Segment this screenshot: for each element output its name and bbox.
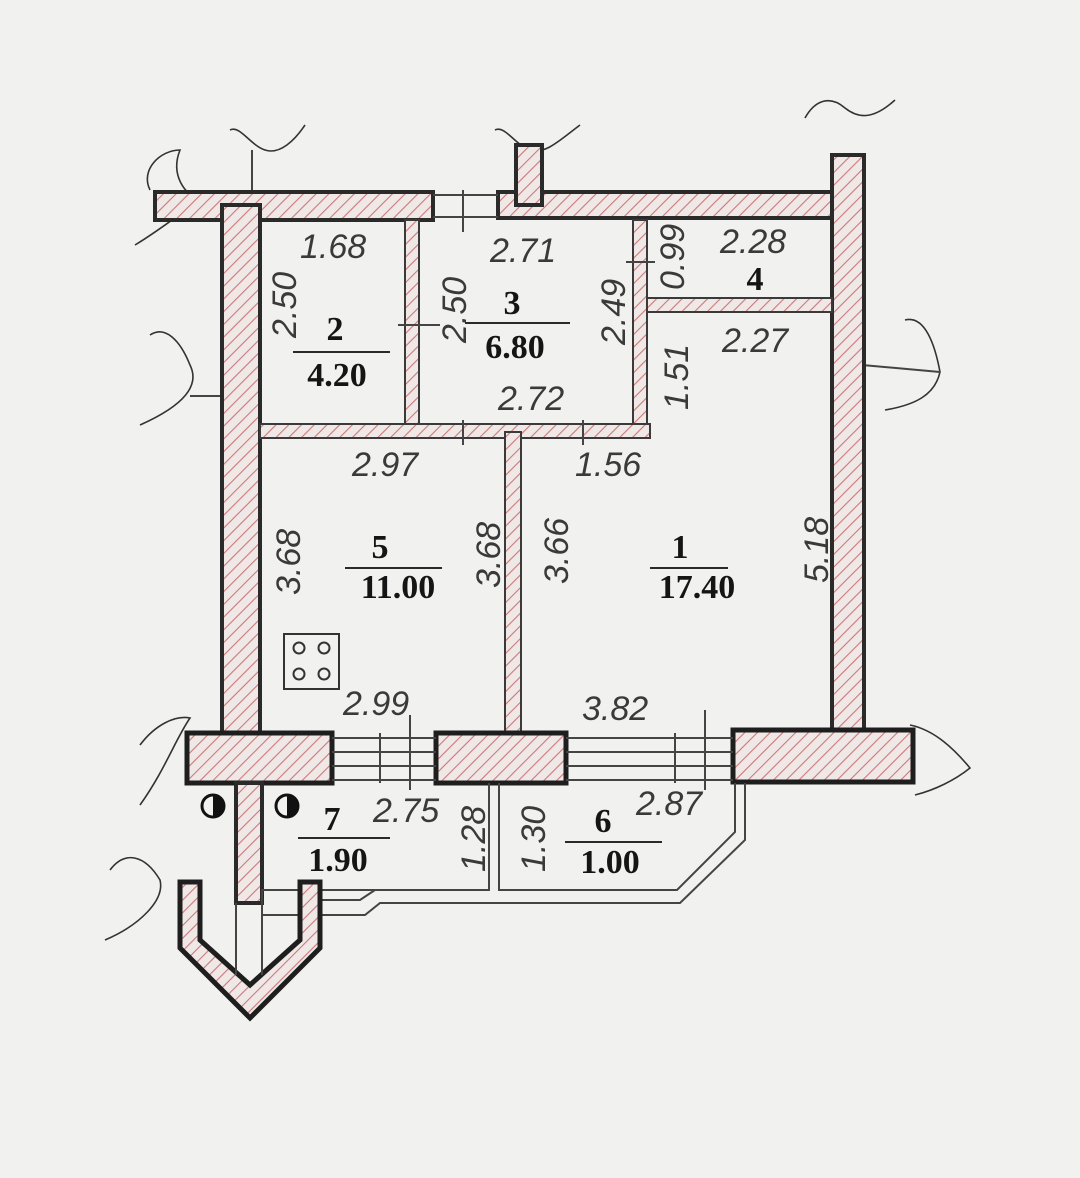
dim-room1-left: 3.66 xyxy=(538,518,576,584)
dim-room5-right: 3.68 xyxy=(470,522,508,588)
room-label-3: 3 6.80 xyxy=(465,285,570,366)
dim-room1-top-left: 1.56 xyxy=(575,446,641,484)
room-label-1: 1 17.40 xyxy=(650,529,735,606)
room-area: 1.90 xyxy=(308,842,368,879)
dim-room5-top: 2.97 xyxy=(351,446,419,484)
room-area: 6.80 xyxy=(485,329,545,366)
dim-room5-left: 3.68 xyxy=(270,529,308,595)
room-area: 1.00 xyxy=(580,844,640,881)
dim-room6-top: 2.87 xyxy=(635,785,703,823)
room-number: 1 xyxy=(672,529,689,566)
balcony-outline xyxy=(177,783,746,1022)
room-label-6: 6 1.00 xyxy=(565,803,662,881)
room-number: 6 xyxy=(595,803,612,840)
dim-room2-top: 1.68 xyxy=(300,228,366,266)
room-area: 11.00 xyxy=(361,569,436,606)
room-area: 4.20 xyxy=(307,357,367,394)
dim-room3-top: 2.71 xyxy=(489,232,556,270)
stove-icon xyxy=(283,633,340,690)
dim-room3-left: 2.50 xyxy=(436,277,474,344)
dim-room1-top: 2.27 xyxy=(721,322,789,360)
walls xyxy=(153,143,916,905)
tick-marks xyxy=(398,190,706,790)
room-label-5: 5 11.00 xyxy=(345,529,442,606)
dimension-labels: 1.68 2.50 2.71 2.50 2.49 2.72 0.99 2.28 … xyxy=(266,223,836,872)
room-number: 4 xyxy=(747,261,764,298)
dim-room4-top: 2.28 xyxy=(719,223,786,261)
riser-icon xyxy=(200,793,300,819)
dim-room1-right: 5.18 xyxy=(798,517,836,583)
room-label-2: 2 4.20 xyxy=(293,311,390,394)
room-labels: 2 4.20 3 6.80 4 1 17.40 5 11.00 7 1.90 xyxy=(293,261,764,881)
dim-room3-right: 2.49 xyxy=(595,279,633,346)
room-number: 5 xyxy=(372,529,389,566)
dim-room3-bottom: 2.72 xyxy=(497,380,564,418)
room-area: 17.40 xyxy=(659,569,736,606)
dim-room1-bottom: 3.82 xyxy=(582,690,648,728)
room-label-7: 7 1.90 xyxy=(298,801,390,879)
dim-room2-side: 2.50 xyxy=(266,272,304,339)
dim-room7-side: 1.28 xyxy=(455,806,493,872)
dim-room1-left-upper: 1.51 xyxy=(658,344,696,410)
dim-room4-side: 0.99 xyxy=(654,224,692,290)
room-number: 7 xyxy=(324,801,341,838)
dim-room7-top: 2.75 xyxy=(372,792,439,830)
room-number: 2 xyxy=(327,311,344,348)
room-label-4: 4 xyxy=(747,261,764,298)
dim-room6-side: 1.30 xyxy=(515,806,553,872)
room-number: 3 xyxy=(504,285,521,322)
dim-room5-bottom: 2.99 xyxy=(342,685,409,723)
